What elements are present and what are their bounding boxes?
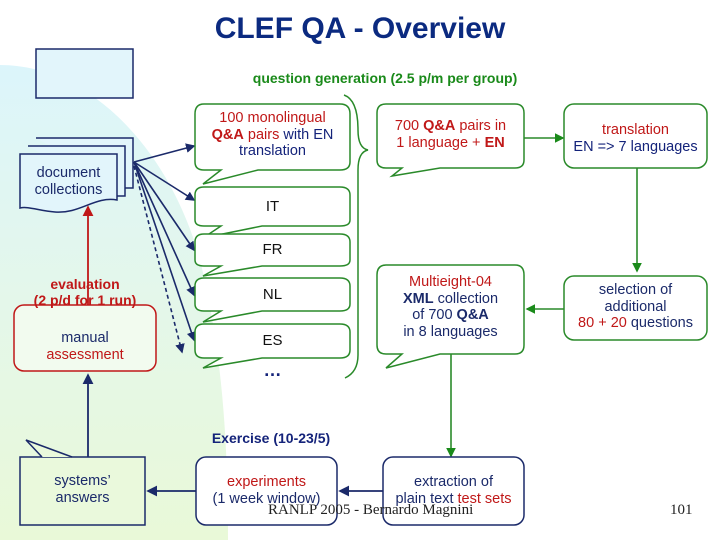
en-emph: EN (484, 134, 505, 151)
evaluation-label: evaluation (2 p/d for 1 run) (0, 276, 170, 308)
qa-emph-2: Q&A (423, 118, 456, 134)
extraction-text: extraction of plain text test sets (383, 474, 524, 507)
systems-line2: answers (55, 489, 110, 506)
extraction-line1: extraction of (414, 474, 493, 490)
selection-box[interactable] (563, 275, 708, 341)
evaluation-line2: (2 p/d for 1 run) (33, 292, 137, 309)
selection-line2: additional (604, 298, 667, 315)
selection-line1: selection of (598, 282, 673, 298)
xml-emph: XML (402, 290, 434, 307)
page-title: CLEF QA - Overview (214, 12, 506, 45)
monolingual-line3: translation (239, 143, 306, 160)
experiments-line1: experiments (227, 474, 306, 490)
lang-more: … (263, 360, 282, 380)
plus: + (594, 315, 611, 332)
document-collections-node[interactable] (19, 48, 134, 213)
test-sets: test sets (457, 490, 512, 507)
pairs-700-text: 700 Q&A pairs in 1 language + EN (377, 118, 524, 151)
lang-nl: NL (262, 286, 283, 303)
doc-line2: collections (34, 181, 103, 198)
manual-line1: manual (61, 330, 109, 346)
document-collections-label: document collections (20, 165, 117, 198)
of-700: of 700 (412, 307, 457, 324)
translation-line1: translation (602, 122, 669, 138)
lang-it: IT (265, 198, 280, 215)
lang-fr: FR (262, 241, 283, 258)
systems-answers-node[interactable] (19, 439, 146, 526)
multieight-line4: in 8 languages (403, 324, 498, 341)
language-callouts (194, 186, 351, 369)
qa-emph-3: Q&A (456, 307, 489, 324)
lang-es: ES (262, 332, 283, 349)
one-language: 1 language + (396, 134, 485, 151)
multieight-callout[interactable] (376, 264, 525, 369)
with-en-text: with EN (283, 126, 334, 143)
systems-line1: systems’ (54, 473, 111, 489)
pairs-count: 700 (394, 118, 424, 134)
manual-line2: assessment (46, 346, 124, 363)
manual-assessment-text: manual assessment (14, 330, 156, 363)
monolingual-text: 100 monolingual Q&A pairs with EN transl… (195, 110, 350, 160)
questions-text: questions (626, 315, 693, 332)
translation-box[interactable] (563, 103, 708, 169)
monolingual-line1: 100 monolingual (219, 110, 326, 126)
page-number: 101 (670, 502, 693, 518)
experiments-line2: (1 week window) (212, 490, 321, 507)
monolingual-callout[interactable] (194, 103, 351, 185)
manual-assessment-box[interactable] (13, 304, 157, 372)
experiments-text: experiments (1 week window) (196, 474, 337, 507)
exercise-label: Exercise (10-23/5) (211, 430, 331, 446)
doc-to-language-arrows (133, 143, 196, 354)
pairs-text: pairs (243, 126, 284, 143)
evaluation-line1: evaluation (50, 276, 120, 292)
pairs-700-callout[interactable] (376, 103, 525, 178)
translation-line2: EN => 7 languages (573, 138, 698, 155)
callout-nl[interactable] (194, 277, 351, 323)
pairs-in: pairs in (455, 118, 507, 134)
systems-answers-text: systems’ answers (20, 473, 145, 506)
translation-text: translation EN => 7 languages (564, 122, 707, 155)
count-80: 80 (578, 315, 595, 332)
qa-emph: Q&A (211, 126, 244, 143)
doc-line1: document (36, 165, 101, 181)
selection-text: selection of additional 80 + 20 question… (564, 282, 707, 332)
footer-text: RANLP 2005 - Bernardo Magnini (268, 502, 474, 518)
multieight-text: Multieight-04 XML collection of 700 Q&A … (377, 274, 524, 341)
question-generation-label: question generation (2.5 p/m per group) (252, 70, 518, 86)
count-20: 20 (610, 315, 627, 332)
plain-text: plain text (395, 490, 458, 507)
multieight-line1: Multieight-04 (408, 274, 492, 290)
callout-it[interactable] (194, 186, 351, 239)
callout-fr[interactable] (194, 233, 351, 277)
callout-es[interactable] (194, 323, 351, 369)
collection-text: collection (433, 290, 499, 307)
grouping-brace (343, 94, 369, 379)
